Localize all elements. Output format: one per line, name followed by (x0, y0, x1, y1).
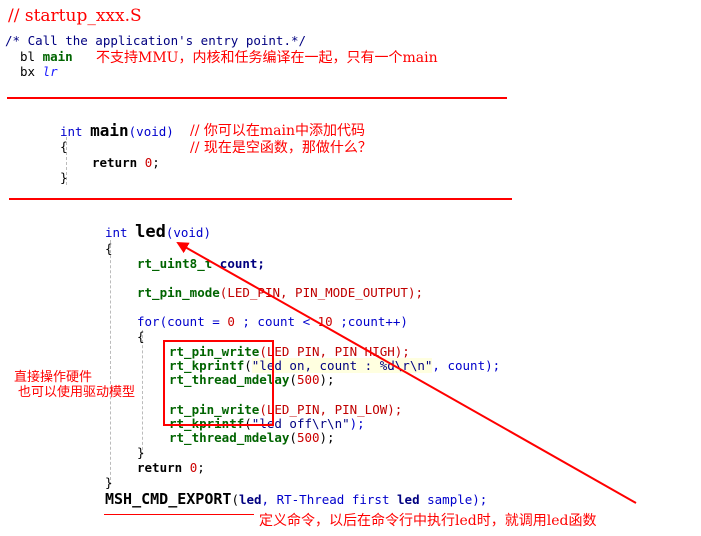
export-desc-a: , RT-Thread first (261, 492, 398, 507)
printf-on-fn: rt_kprintf (169, 358, 245, 373)
led-return-semicolon: ; (197, 460, 205, 475)
entry-point-comment: /* Call the application's entry point.*/ (5, 33, 307, 48)
main-signature: int main(void) (60, 121, 174, 140)
delay-2-close: ); (319, 430, 335, 445)
for-line: for(count = 0 ; count < 10 ;count++) (137, 314, 408, 329)
printf-off-line: rt_kprintf("led off\r\n"); (169, 416, 365, 431)
main-return-semicolon: ; (152, 155, 160, 170)
callout-arrow (176, 242, 637, 504)
hardware-ops-highlight-box (163, 340, 274, 426)
led-params: (void) (165, 225, 211, 240)
side-note-line-2: 也可以使用驱动模型 (18, 385, 136, 400)
led-return-val: 0 (189, 460, 198, 475)
led-ret-type: int (105, 225, 128, 240)
printf-on-tail: , count); (432, 358, 501, 373)
main-return-line: return 0; (92, 155, 160, 170)
bl-instr: bl (20, 49, 36, 64)
led-open-brace: { (105, 241, 113, 256)
delay-1-val: 500 (296, 372, 320, 387)
delay-1-open: ( (289, 372, 297, 387)
export-desc-b: led (397, 492, 420, 507)
led-name: led (135, 222, 166, 242)
printf-off-str: "led off\r\n" (251, 416, 350, 431)
led-close-brace: } (105, 475, 113, 490)
bottom-note: 定义命令，以后在命令行中执行led时，就调用led函数 (259, 513, 597, 529)
write-high-args: (LED_PIN, PIN_HIGH); (259, 344, 410, 359)
write-low-args: (LED_PIN, PIN_LOW); (259, 402, 403, 417)
led-signature: int led(void) (105, 222, 211, 242)
file-title-comment: // startup_xxx.S (8, 6, 142, 26)
for-mid: ; count < (234, 314, 318, 329)
export-line: MSH_CMD_EXPORT(led, RT-Thread first led … (105, 490, 487, 508)
export-open: ( (231, 492, 239, 507)
delay-2-fn: rt_thread_mdelay (169, 430, 290, 445)
printf-off-fn: rt_kprintf (169, 416, 245, 431)
led-return-kw: return (137, 460, 183, 475)
write-low-fn: rt_pin_write (169, 402, 260, 417)
indent-guide-main (66, 137, 67, 185)
main-return-val: 0 (144, 155, 153, 170)
for-kw: for (137, 314, 160, 329)
delay-1-close: ); (319, 372, 335, 387)
bx-line: bx lr (20, 64, 58, 79)
indent-guide-led (110, 240, 111, 485)
divider-1 (7, 97, 507, 99)
bl-note: 不支持MMU，内核和任务编译在一起，只有一个main (96, 50, 438, 66)
for-init: 0 (227, 314, 235, 329)
decl-var: count; (219, 256, 265, 271)
export-name: led (238, 492, 262, 507)
export-desc-c: sample); (419, 492, 488, 507)
led-return-line: return 0; (137, 460, 205, 475)
write-low-line: rt_pin_write(LED_PIN, PIN_LOW); (169, 402, 402, 417)
main-name: main (90, 121, 129, 140)
write-high-fn: rt_pin_write (169, 344, 260, 359)
for-end: ;count++) (332, 314, 408, 329)
main-open-brace: { (60, 139, 68, 154)
main-comment-1: // 你可以在main中添加代码 (190, 123, 365, 139)
bx-instr: bx (20, 64, 36, 79)
bottom-underline (104, 514, 254, 515)
for-open: (count = (159, 314, 228, 329)
delay-1-fn: rt_thread_mdelay (169, 372, 290, 387)
delay-2-line: rt_thread_mdelay(500); (169, 430, 335, 445)
delay-2-open: ( (289, 430, 297, 445)
main-ret-type: int (60, 124, 83, 139)
main-return-kw: return (92, 155, 138, 170)
main-comment-2: // 现在是空函数，那做什么？ (190, 140, 372, 156)
count-decl: rt_uint8_t count; (137, 256, 265, 271)
for-open-brace: { (137, 329, 145, 344)
divider-2 (9, 198, 512, 200)
printf-off-tail: ); (349, 416, 365, 431)
export-macro: MSH_CMD_EXPORT (105, 490, 232, 508)
bl-target: main (42, 49, 73, 64)
pin-mode-fn: rt_pin_mode (137, 285, 220, 300)
for-close-brace: } (137, 445, 145, 460)
delay-1-line: rt_thread_mdelay(500); (169, 372, 335, 387)
indent-guide-for (142, 330, 143, 455)
bx-target: lr (42, 64, 58, 79)
main-params: (void) (128, 124, 174, 139)
decl-type: rt_uint8_t (137, 256, 213, 271)
main-close-brace: } (60, 170, 68, 185)
delay-2-val: 500 (296, 430, 320, 445)
write-high-line: rt_pin_write(LED_PIN, PIN_HIGH); (169, 344, 410, 359)
side-note-line-1: 直接操作硬件 (14, 370, 93, 385)
bl-line: bl main (20, 49, 73, 64)
